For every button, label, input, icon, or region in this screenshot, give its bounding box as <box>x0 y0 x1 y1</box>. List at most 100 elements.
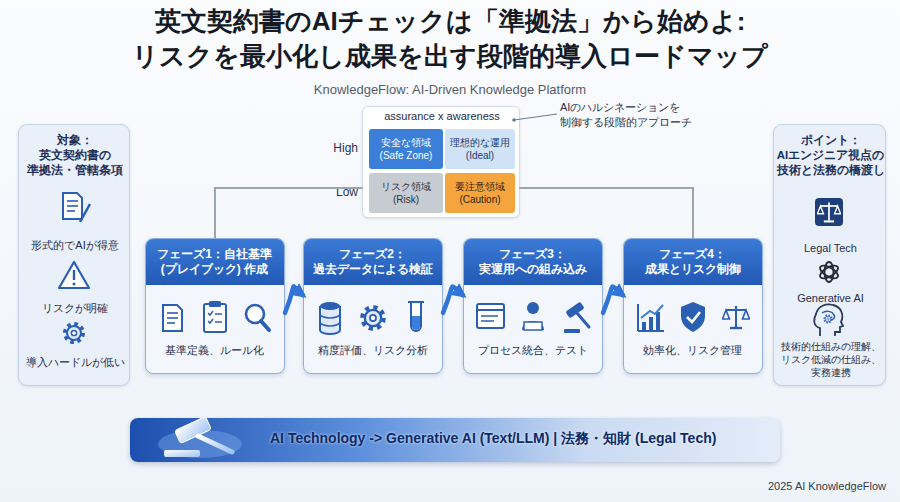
matrix-cell: 安全な領域 (Safe Zone) <box>369 129 443 169</box>
clipboard-icon-part <box>209 301 221 307</box>
subtitle: KnowledgeFlow: AI-Driven Knowledge Platf… <box>250 82 650 97</box>
flow-arrow <box>603 286 623 312</box>
matrix-cell: 要注意領域 (Caution) <box>445 173 515 213</box>
panel-heading: 対象： 英文契約書の 準拠法・管轄条項 <box>23 133 127 178</box>
brain-head-icon-part <box>824 315 832 323</box>
phase-box: フェーズ3： 実運用への組み込みプロセス統合、テスト <box>463 238 603 374</box>
gavel-icon-part <box>565 302 584 319</box>
gavel-icon-part <box>577 313 589 327</box>
person-laptop-icon-part <box>527 302 539 314</box>
panel-item: Generative AI <box>774 291 887 305</box>
person-laptop-icon-part <box>524 322 542 330</box>
phase-body: 基準定義、ルール化 <box>146 343 283 358</box>
magnifier-icon-part <box>246 305 264 323</box>
shield-check-icon-part <box>681 302 705 332</box>
phase-heading: フェーズ3： 実運用への組み込み <box>464 239 601 285</box>
band-gavel-illustration-part <box>175 416 212 443</box>
phase-box: フェーズ2： 過去データによる検証精度評価、リスク分析 <box>303 238 443 374</box>
panel-body: 技術的仕組みの理解、 リスク低減の仕組み、 実務連携 <box>776 340 885 379</box>
phase-body: プロセス統合、テスト <box>464 343 601 358</box>
browser-window-icon-part <box>477 309 504 311</box>
shield-check-icon <box>681 302 705 332</box>
test-tube-icon-part <box>408 301 424 303</box>
panel-item: 導入ハードルが低い <box>19 355 131 369</box>
growth-chart-icon-part <box>642 322 646 331</box>
database-icon-part <box>320 306 340 334</box>
gavel-icon-part <box>564 329 580 333</box>
database-icon <box>320 302 340 334</box>
matrix-heading: assurance x awareness <box>363 110 521 122</box>
flow-arrow <box>285 286 303 312</box>
phase-heading: フェーズ2： 過去データによる検証 <box>304 239 441 285</box>
document-pen-icon-part <box>63 193 82 219</box>
warning-icon-part <box>73 270 75 280</box>
leader-line <box>512 114 557 122</box>
cell-text: 要注意領域 (Caution) <box>445 173 515 213</box>
phase-box: フェーズ1：自社基準 (プレイブック) 作成基準定義、ルール化 <box>145 238 285 374</box>
gavel-icon <box>564 302 589 333</box>
matrix-cell: 理想的な運用 (Ideal) <box>445 129 515 169</box>
clipboard-icon-part <box>215 321 222 323</box>
brain-head-icon-part <box>822 311 835 320</box>
panel-item: リスクが明確 <box>19 301 131 315</box>
band-gavel-illustration-part <box>198 436 232 452</box>
diagram-title: 英文契約書のAIチェックは「準拠法」から始めよ: リスクを最小化し成果を出す段階… <box>70 4 830 74</box>
brain-head-icon <box>814 304 843 336</box>
clipboard-icon-part <box>215 313 222 315</box>
legal-tech-icon <box>815 198 843 226</box>
generative-ai-icon-part <box>825 262 834 282</box>
panel-item: Legal Tech <box>774 241 887 255</box>
axis-label: High <box>322 141 358 155</box>
footer-text: 2025 AI KnowledgeFlow <box>720 480 886 492</box>
band-gavel-illustration-part <box>164 450 200 457</box>
cell-text: 理想的な運用 (Ideal) <box>445 129 515 169</box>
bracket-line <box>215 188 362 238</box>
band-text: AI Technology -> Generative AI (Text/LLM… <box>270 430 770 448</box>
band-gavel-illustration-part <box>158 430 242 458</box>
scales-icon <box>723 306 750 328</box>
phase-box: フェーズ4： 成果とリスク制御効率化、リスク管理 <box>623 238 763 374</box>
matrix-cell: リスク領域 (Risk) <box>369 173 443 213</box>
magnifier-icon-part <box>261 321 269 330</box>
person-laptop-icon-part <box>522 321 544 330</box>
test-tube-icon-part <box>412 316 420 330</box>
technology-band: AI Technology -> Generative AI (Text/LLM… <box>130 418 780 462</box>
point-panel: ポイント： AIエンジニア視点の 技術と法務の橋渡し Legal TechGene… <box>773 124 886 386</box>
browser-window-icon-part <box>477 304 504 328</box>
shield-check-icon-part <box>687 312 700 322</box>
callout-note: AIのハルシネーションを 制御する段階的アプローチ <box>560 100 710 130</box>
generative-ai-icon-part <box>818 263 840 281</box>
matrix-frame: assurance x awareness 安全な領域 (Safe Zone)理想… <box>362 106 520 218</box>
growth-chart-icon <box>638 304 664 331</box>
growth-chart-icon-part <box>649 317 653 331</box>
warning-icon <box>59 262 89 288</box>
document-pen-icon-part <box>80 204 90 222</box>
phase-body: 精度評価、リスク分析 <box>304 343 441 358</box>
leader-line-part <box>512 118 516 122</box>
target-panel: 対象： 英文契約書の 準拠法・管轄条項形式的でAIが得意リスクが明確導入ハードル… <box>18 124 130 386</box>
panel-item: 形式的でAIが得意 <box>19 238 131 252</box>
document-icon <box>163 305 182 331</box>
document-pen-icon <box>63 193 90 222</box>
gear-icon <box>65 324 83 342</box>
generative-ai-icon-part <box>818 263 840 281</box>
database-icon-part <box>320 314 340 326</box>
panel-heading: ポイント： AIエンジニア視点の 技術と法務の橋渡し <box>776 133 885 178</box>
phase-body: 効率化、リスク管理 <box>624 343 761 358</box>
test-tube-icon <box>408 302 424 331</box>
axis-label: Low <box>322 185 358 199</box>
growth-chart-icon-part <box>638 330 664 332</box>
clipboard-icon-part <box>208 311 213 323</box>
person-laptop-icon <box>522 302 544 330</box>
test-tube-icon-part <box>411 302 421 331</box>
leader-line-part <box>514 114 557 120</box>
legal-tech-icon-part <box>815 198 843 226</box>
warning-icon-part <box>73 283 76 286</box>
growth-chart-icon-part <box>641 305 663 318</box>
clipboard-icon <box>204 301 226 332</box>
brain-head-icon-part <box>814 304 843 336</box>
browser-window-icon-part <box>481 315 498 317</box>
